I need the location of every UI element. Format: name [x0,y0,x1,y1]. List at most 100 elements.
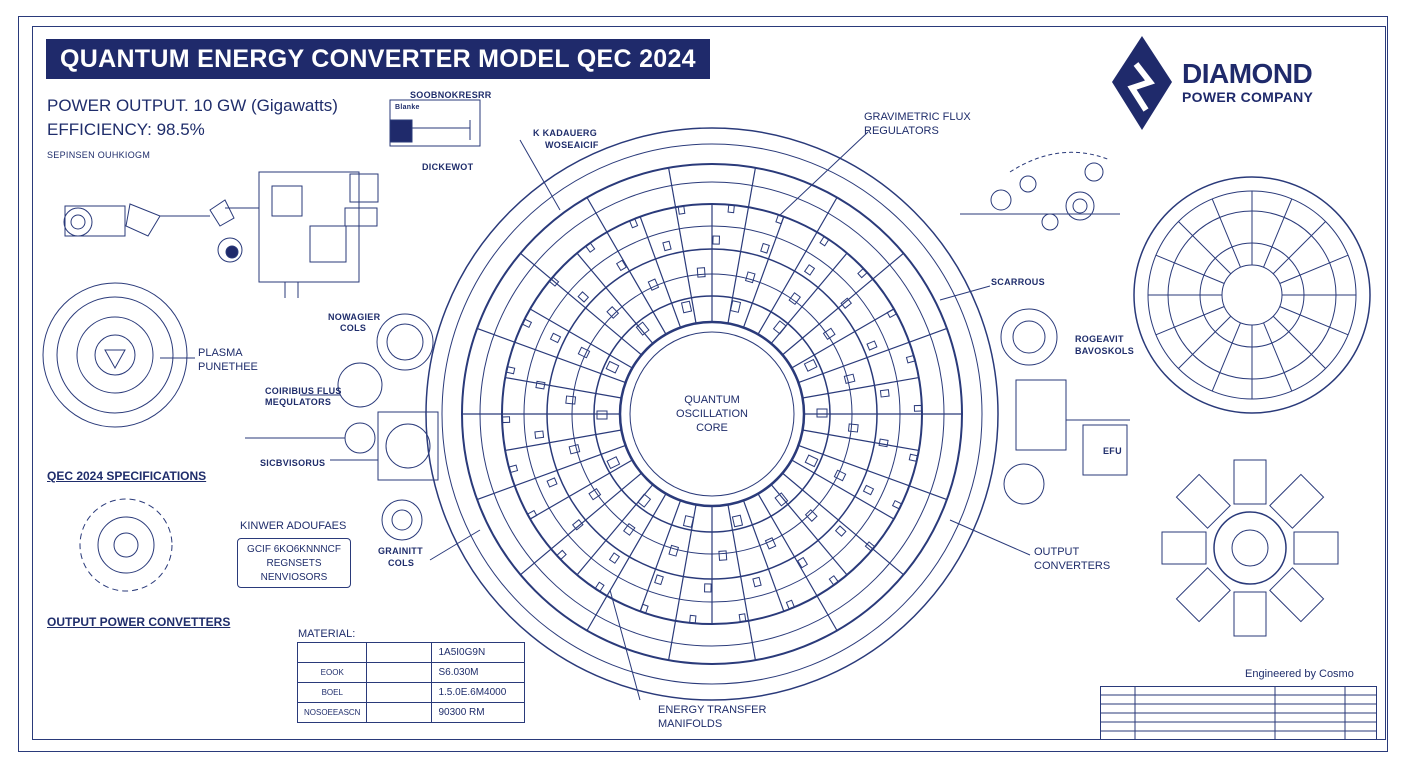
sub-note: SEPINSEN OUHKIOGM [47,150,151,160]
label-rogeavit-1: ROGEAVIT [1075,334,1124,344]
block-shape [828,575,839,586]
block-shape [752,576,762,588]
block-shape [804,454,819,468]
central-converter-drawing [425,127,999,701]
spoke-line [520,472,642,576]
table-cell [296,642,368,663]
block-shape [556,549,567,560]
block-shape [744,271,756,284]
block-shape [727,204,735,214]
block-shape [731,514,744,528]
left-coil-circles [245,313,439,541]
table-cell [366,682,433,703]
material-header: MATERIAL: [298,628,356,640]
block-shape [862,484,875,496]
label-gravimetric-1: GRAVIMETRIC FLUX [864,111,971,123]
label-nowagier-2: COLS [340,323,367,333]
block-shape [857,268,868,279]
spoke-line [586,197,667,335]
block-shape [680,300,693,314]
table-cell [366,662,433,683]
block-shape [819,236,830,247]
spoke-line [1263,198,1293,268]
spoke-line [639,216,682,328]
efficiency-spec: EFFICIENCY: 98.5% [47,120,205,139]
spoke-line [1155,254,1225,284]
block-shape [772,320,787,335]
block-shape [548,276,560,287]
title-block [1100,686,1377,740]
top-left-schematic [63,99,481,298]
spoke-line [727,167,757,324]
right-schematic [960,151,1130,505]
spoke-line [742,500,785,612]
block-shape [804,509,818,522]
block-shape [788,292,801,306]
block-shape [847,423,859,433]
block-shape [615,259,627,272]
spoke-line [1178,315,1232,369]
star-arm [1293,531,1339,565]
spoke-line [586,493,667,631]
spoke-line [757,197,838,335]
spoke-line [1279,254,1349,284]
block-shape [527,509,538,520]
block-shape [760,242,770,254]
leader-lines [429,131,1031,701]
spoke-line [742,216,785,328]
spoke-line [667,167,697,324]
diamond-logo-icon [1112,36,1172,130]
spoke-line [576,252,654,344]
table-cell [366,642,433,663]
block-shape [712,235,720,245]
block-shape [816,408,828,418]
spoke-line [782,252,904,356]
block-shape [596,410,608,420]
block-shape [729,300,742,313]
table-cell: 1A5I0G9N [431,642,526,663]
power-output-spec: POWER OUTPUT. 10 GW (Gigawatts) [47,96,338,115]
spoke-line [1272,315,1326,369]
block-shape [879,389,890,398]
label-woseaicif: WOSEAICIF [545,140,599,150]
spoke-line [798,327,948,384]
table-cell: NOSOEEASCN [296,702,368,723]
label-output-conv-1: OUTPUT [1034,546,1080,558]
label-plasma-1: PLASMA [198,347,243,359]
star-arm [1269,567,1325,623]
block-shape [565,395,577,405]
block-shape [682,515,695,528]
label-energy-1: ENERGY TRANSFER [658,704,767,716]
spoke-line [1263,322,1293,392]
block-shape [886,308,897,319]
spoke-line [476,444,626,501]
spoke-line [1279,306,1349,336]
label-sicbvisorus: SICBVISORUS [260,458,326,468]
block-shape [594,581,605,592]
page-title: QUANTUM ENERGY CONVERTER MODEL QEC 2024 [46,39,710,79]
block-shape [696,267,706,278]
spoke-line [727,504,757,661]
block-shape [668,544,680,557]
label-plasma-2: PUNETHEE [198,361,258,373]
block-shape [833,469,847,482]
table-cell: 90300 RM [431,702,526,723]
spoke-line [791,308,895,369]
star-arm [1175,567,1231,623]
spoke-line [639,500,682,612]
spoke-line [520,252,642,356]
label-nowagier-1: NOWAGIER [328,312,381,322]
block-shape [577,346,591,359]
block-shape [568,444,581,455]
block-shape [774,492,789,507]
spoke-line [529,308,633,369]
block-shape [629,218,639,229]
label-gravimetric-2: REGULATORS [864,125,939,137]
kinwer-box-line-1: GCIF 6KO6KNNNCF [247,544,341,555]
table-cell: S6.030M [431,662,526,683]
block-shape [606,456,621,470]
engineered-credit: Engineered by Cosmo [1245,668,1354,680]
spoke-line [1211,198,1241,268]
core-label-1: QUANTUM [684,394,740,406]
